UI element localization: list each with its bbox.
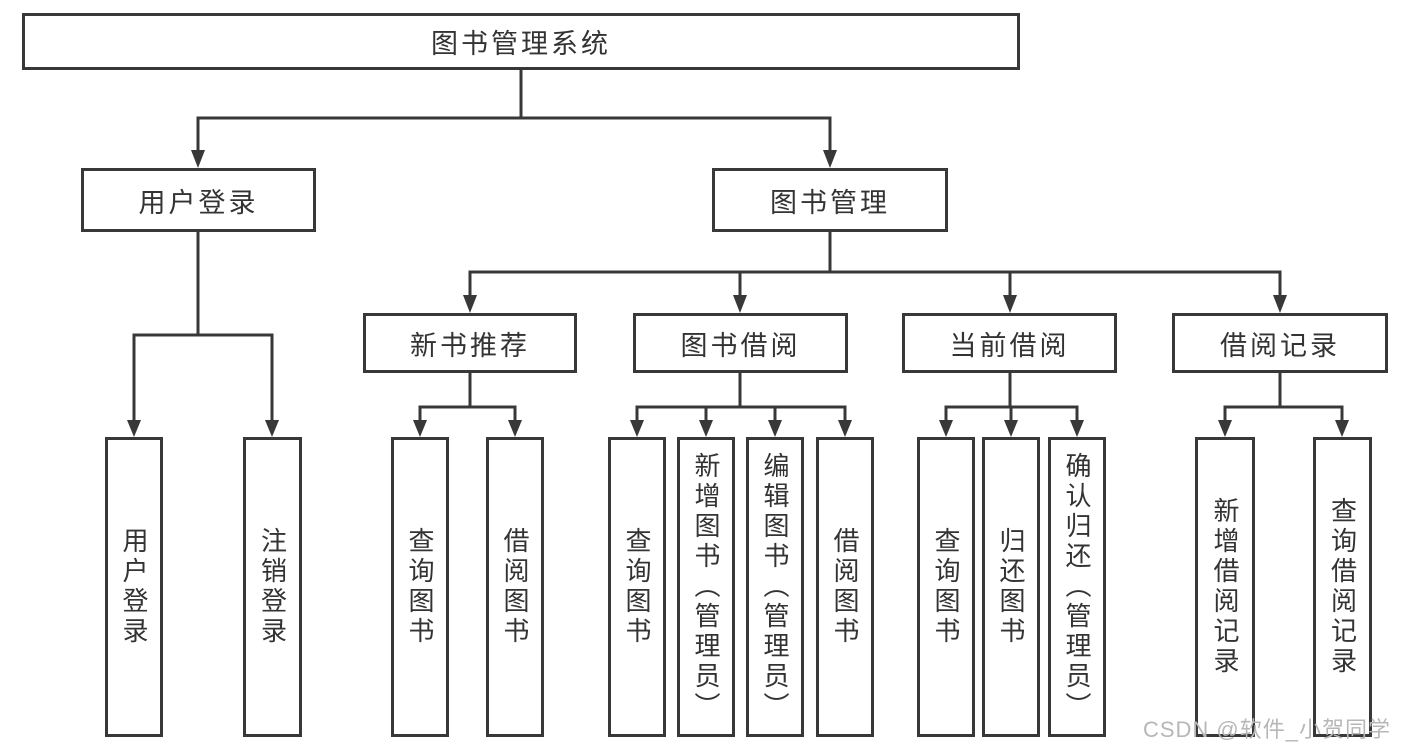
leaf-borrowing-query-books: 查询图书 (608, 437, 666, 737)
node-new-book-recommendation: 新书推荐 (363, 313, 577, 373)
csdn-watermark: CSDN @软件_小贺同学 (1142, 717, 1391, 742)
leaf-newbooks-borrow-books: 借阅图书 (486, 437, 544, 737)
leaf-borrowing-edit-books-admin: 编辑图书（管理员） (746, 437, 804, 737)
node-current-borrowing: 当前借阅 (902, 313, 1117, 373)
leaf-current-return-books: 归还图书 (982, 437, 1040, 737)
node-book-borrowing: 图书借阅 (633, 313, 848, 373)
leaf-newbooks-query-books: 查询图书 (391, 437, 449, 737)
leaf-borrowing-add-books-admin: 新增图书（管理员） (677, 437, 735, 737)
leaf-current-query-books: 查询图书 (917, 437, 975, 737)
leaf-borrowing-borrow-books: 借阅图书 (816, 437, 874, 737)
node-borrow-records: 借阅记录 (1172, 313, 1388, 373)
node-library-management-system: 图书管理系统 (22, 13, 1020, 70)
leaf-logout: 注销登录 (243, 437, 302, 737)
leaf-current-confirm-return-admin: 确认归还（管理员） (1048, 437, 1106, 737)
leaf-user-login: 用户登录 (105, 437, 163, 737)
leaf-records-add-borrow-record: 新增借阅记录 (1195, 437, 1255, 737)
node-user-login: 用户登录 (81, 168, 316, 232)
node-book-management: 图书管理 (712, 168, 948, 232)
leaf-records-query-borrow-record: 查询借阅记录 (1313, 437, 1372, 737)
